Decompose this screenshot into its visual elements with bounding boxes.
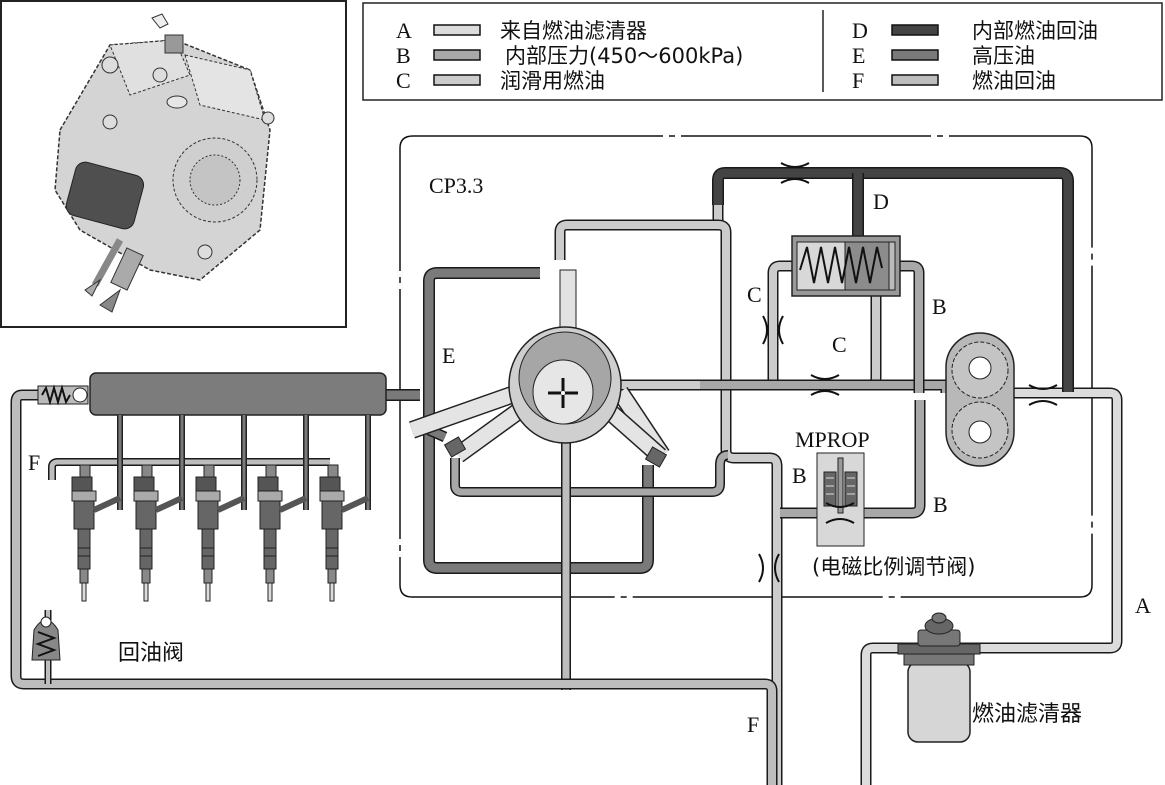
rail-pressure-valve [37,384,89,406]
legend-label: 内部燃油回油 [972,19,1098,43]
legend-swatch [433,74,481,86]
injector [133,415,185,602]
cp33-boundary [399,135,1093,598]
pipe-E-loop [423,267,654,574]
pipe-B-valve [900,260,925,393]
label-F-1: F [28,450,40,475]
label-B-3: B [933,492,948,517]
pipe-F-main [10,389,778,785]
pipe-A-supply [860,387,1123,785]
throttle-icon [1028,384,1058,406]
pipe-D-return [712,167,1074,392]
pipe-network [10,0,1123,785]
throttles [758,162,1058,583]
mprop-label: MPROP [795,427,870,452]
legend-key: D [852,18,868,43]
pump-model-label: CP3.3 [429,173,483,198]
legend-key: A [396,18,412,43]
legend-swatch [891,74,939,86]
hp-pump-element [409,269,670,468]
legend: A 来自燃油滤清器 B 内部压力(450～600kPa) C 润滑用燃油 D 内部燃油回油 E 高… [362,2,1163,101]
legend-item-A: A 来自燃油滤清器 [396,18,647,43]
label-B-2: B [792,463,807,488]
legend-label: 内部压力(450～600kPa) [505,44,743,68]
fuel-filter [897,612,981,743]
label-C-1: C [747,282,762,307]
gear-pump [945,332,1015,467]
throttle-icon [780,162,810,184]
label-E: E [442,343,455,368]
throttle-icon [825,502,855,524]
legend-key: C [396,68,411,93]
injectors [71,415,371,602]
label-C-2: C [832,332,847,357]
throttle-icon [810,374,840,396]
legend-swatch [891,24,939,36]
injector [71,415,123,602]
pipe-B-mprop [780,400,926,519]
pump-illustration [54,13,275,313]
legend-item-B: B 内部压力(450～600kPa) [396,43,743,68]
label-D: D [873,189,889,214]
injector [319,415,371,602]
common-rail [89,372,387,416]
pipe-B-inlet [450,450,729,497]
legend-swatch [891,49,939,61]
legend-label: 润滑用燃油 [500,69,605,93]
legend-item-D: D 内部燃油回油 [852,18,1098,43]
legend-swatch [433,24,481,36]
legend-key: F [852,68,864,93]
legend-key: E [852,43,865,68]
legend-label: 来自燃油滤清器 [500,19,647,43]
injector [257,415,309,602]
label-B-1: B [932,294,947,319]
legend-key: B [396,43,411,68]
mprop-valve [816,452,865,547]
pipe-F-leak [48,458,330,480]
injector [195,415,247,602]
throttle-icon [758,553,780,583]
overflow-valve [791,235,901,297]
pump-photo-inset [0,0,347,328]
mprop-description: (电磁比例调节阀) [812,555,975,579]
pipe-C-lube1 [767,260,792,383]
pipe-C-bypass [554,219,783,785]
mprop-solenoid-image [65,161,145,230]
legend-label: 燃油回油 [972,69,1056,93]
legend-item-C: C 润滑用燃油 [396,68,605,93]
fuel-filter-label: 燃油滤清器 [972,702,1082,727]
throttle-icon [762,315,784,345]
legend-item-E: E 高压油 [852,43,1035,68]
label-A: A [1135,593,1151,618]
legend-swatch [433,49,481,61]
return-valve-label: 回油阀 [118,641,184,666]
label-F-2: F [747,712,759,737]
legend-label: 高压油 [972,44,1035,68]
return-valve [31,616,61,661]
legend-item-F: F 燃油回油 [852,68,1056,93]
